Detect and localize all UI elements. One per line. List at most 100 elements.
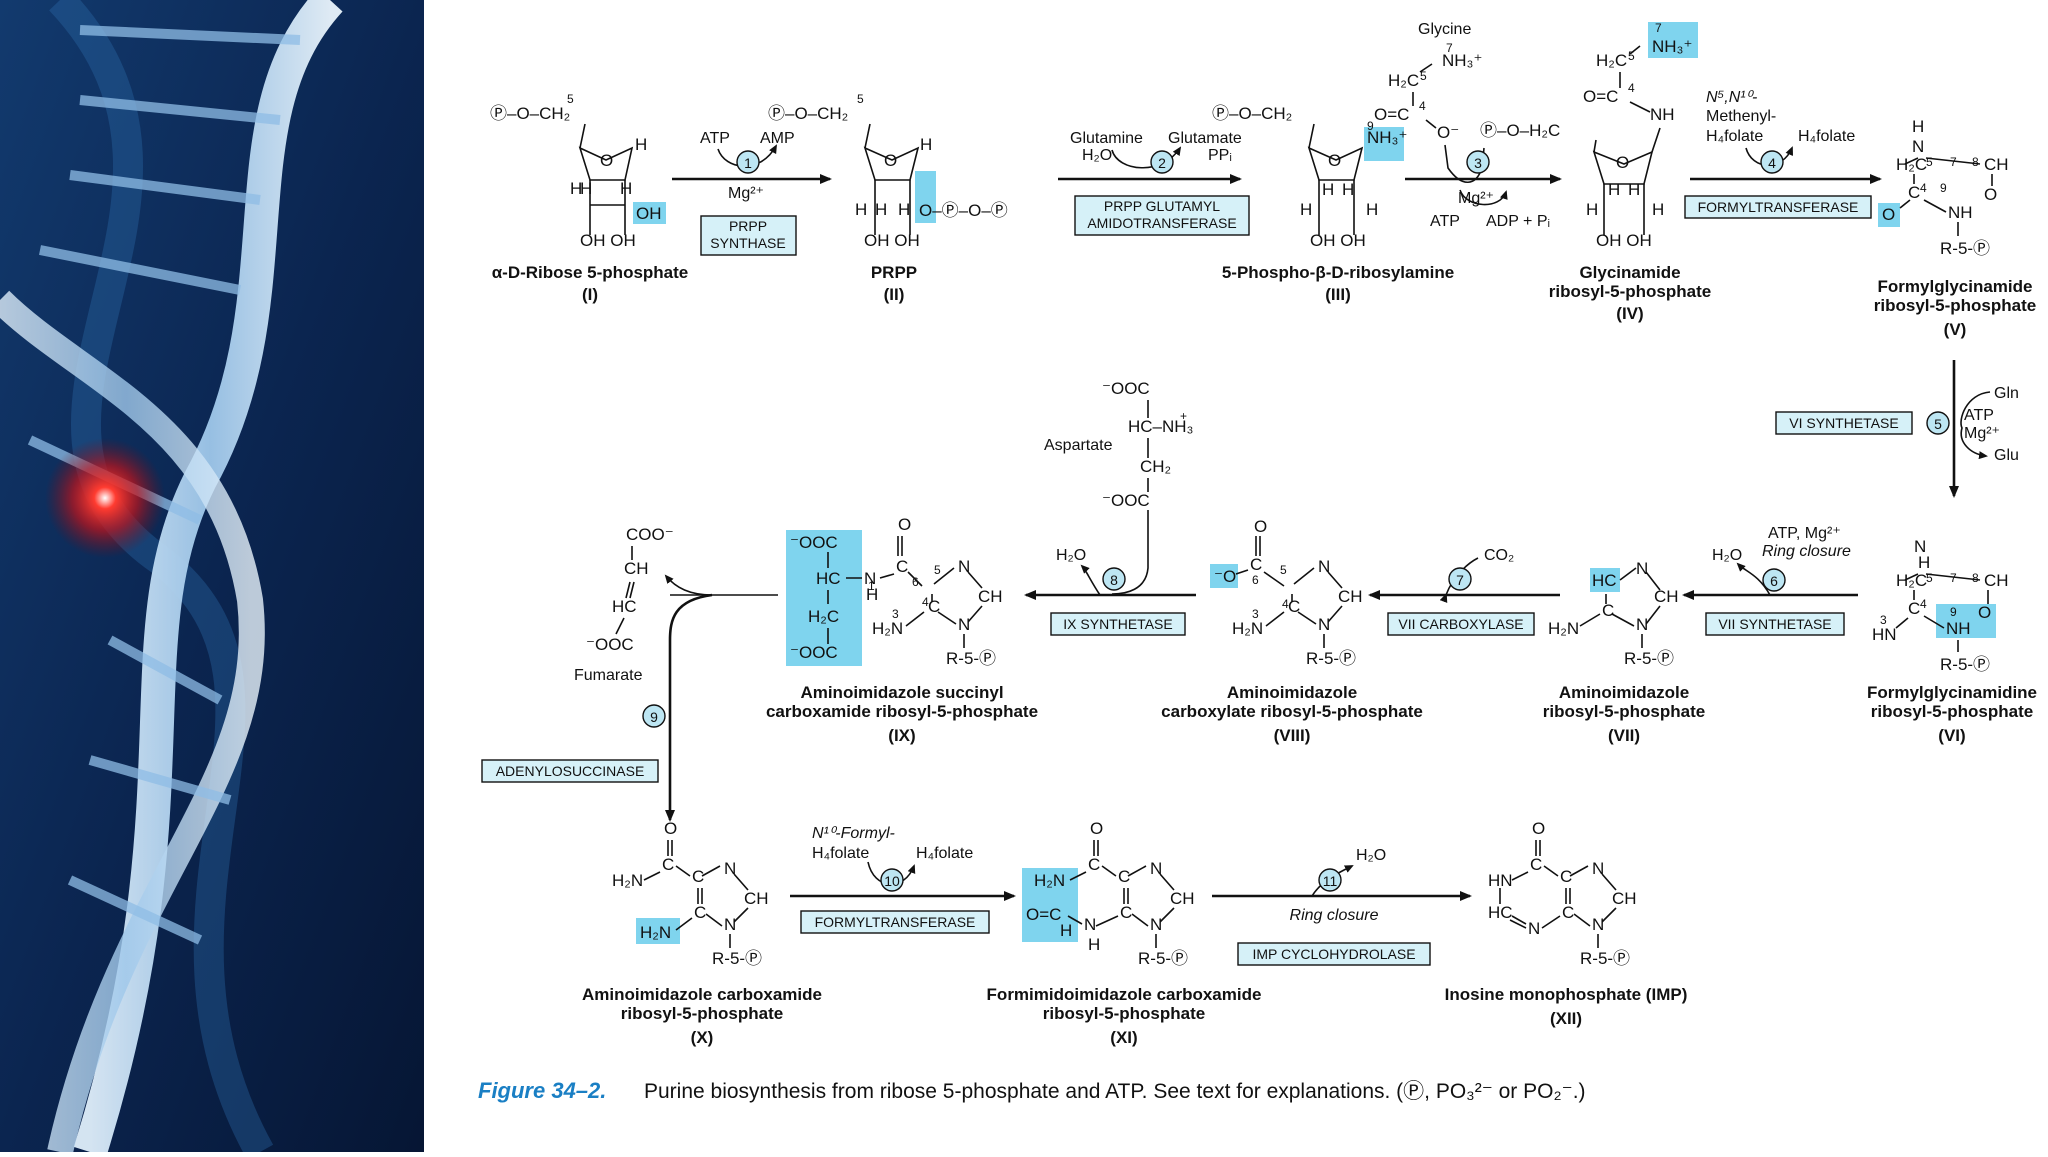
svg-text:COO⁻: COO⁻ [626, 525, 674, 544]
svg-text:9: 9 [1950, 605, 1957, 619]
svg-text:H₂N: H₂N [612, 871, 643, 890]
reaction-step-4: N⁵,N¹⁰- Methenyl- H₄folate H₄folate 4 FO… [1684, 89, 1882, 219]
svg-text:IX SYNTHETASE: IX SYNTHETASE [1063, 616, 1172, 632]
svg-text:3: 3 [1474, 155, 1482, 171]
compound-num-VI: (VI) [1938, 726, 1965, 745]
reaction-step-2: Glutamine Glutamate H₂O PPᵢ 2 PRPP GLUTA… [1058, 130, 1250, 236]
svg-text:IMP CYCLOHYDROLASE: IMP CYCLOHYDROLASE [1252, 946, 1415, 962]
svg-text:CH: CH [1984, 155, 2009, 174]
svg-text:SYNTHASE: SYNTHASE [710, 235, 785, 251]
svg-text:CH: CH [1170, 889, 1195, 908]
svg-text:O: O [898, 515, 911, 534]
svg-text:O: O [1254, 517, 1267, 536]
compound-name-VII-b: ribosyl-5-phosphate [1543, 702, 1705, 721]
compound-XII: O C HN C N CH C N HC N R-5-Ⓟ [1488, 819, 1637, 968]
reagent-h4folate-b: H₄folate [1798, 128, 1855, 145]
svg-text:N: N [724, 915, 736, 934]
reaction-step-8: ⁻OOC HC–NH₃+ CH₂ ⁻OOC Aspartate H₂O 8 IX… [1024, 379, 1196, 636]
svg-text:H₂N: H₂N [1548, 619, 1579, 638]
svg-text:5: 5 [1420, 69, 1427, 83]
reagent-fumarate: Fumarate [574, 667, 643, 684]
reaction-step-5: Gln ATP Mg²⁺ Glu 5 VI SYNTHETASE [1775, 360, 2019, 498]
compound-name-IV-a: Glycinamide [1579, 263, 1680, 282]
svg-text:H: H [855, 200, 867, 219]
svg-text:H₂C: H₂C [1896, 155, 1927, 174]
reagent-h2o-11: H₂O [1356, 847, 1386, 864]
svg-text:HC: HC [816, 569, 841, 588]
svg-text:R-5-Ⓟ: R-5-Ⓟ [1940, 239, 1990, 258]
svg-text:HC: HC [1592, 571, 1617, 590]
svg-text:6: 6 [1252, 573, 1259, 587]
svg-text:4: 4 [1768, 155, 1776, 171]
svg-text:6: 6 [1770, 573, 1778, 589]
reagent-aspartate: Aspartate [1044, 437, 1113, 454]
svg-text:O: O [664, 819, 677, 838]
svg-text:OH OH: OH OH [864, 231, 920, 250]
svg-text:N: N [1150, 859, 1162, 878]
svg-text:4: 4 [1920, 181, 1927, 195]
svg-text:Ⓟ–O–CH₂: Ⓟ–O–CH₂ [490, 104, 570, 123]
reaction-step-1: ATP AMP 1 Mg²⁺ PRPP SYNTHASE [672, 130, 832, 256]
svg-text:H: H [1342, 180, 1354, 199]
svg-text:9: 9 [1367, 119, 1374, 133]
svg-text:R-5-Ⓟ: R-5-Ⓟ [1138, 949, 1188, 968]
svg-text:5: 5 [857, 92, 864, 106]
svg-text:7: 7 [1950, 571, 1957, 585]
svg-text:5: 5 [1926, 155, 1933, 169]
svg-text:HN: HN [1488, 871, 1513, 890]
reagent-formyl: N¹⁰-Formyl- [812, 825, 895, 842]
svg-text:H₂C: H₂C [1896, 571, 1927, 590]
svg-text:N: N [1636, 559, 1648, 578]
enzyme-ix-synthetase [1050, 612, 1186, 636]
compound-VII: HC N CH C N H₂N R-5-Ⓟ [1548, 559, 1679, 668]
svg-text:O–Ⓟ–O–Ⓟ: O–Ⓟ–O–Ⓟ [919, 201, 1008, 220]
svg-text:ADENYLOSUCCINASE: ADENYLOSUCCINASE [496, 763, 645, 779]
reagent-h4folate-d: H₄folate [916, 845, 973, 862]
svg-text:O: O [1532, 819, 1545, 838]
svg-text:CH: CH [978, 587, 1003, 606]
svg-text:H₂C: H₂C [1388, 71, 1419, 90]
svg-text:C: C [1562, 903, 1574, 922]
svg-text:O: O [1978, 603, 1991, 622]
step-badge-2 [1150, 150, 1174, 174]
compound-name-V-a: Formylglycinamide [1878, 277, 2033, 296]
svg-text:CH: CH [1612, 889, 1637, 908]
compound-num-I: (I) [582, 285, 598, 304]
step-badge-10 [880, 868, 904, 892]
compound-X: O C H₂N C N CH C N H₂N R-5-Ⓟ [612, 819, 769, 968]
svg-text:H₂N: H₂N [640, 923, 671, 942]
enzyme-adenylosuccinase [481, 759, 659, 783]
svg-text:4: 4 [1628, 81, 1635, 95]
svg-text:N: N [1528, 919, 1540, 938]
svg-text:N: N [1592, 859, 1604, 878]
svg-text:5: 5 [1934, 416, 1942, 432]
compound-IX: ⁻OOC HC H₂C ⁻OOC N H O C6 5 N CH C4 N H₂… [786, 515, 1003, 668]
svg-text:O: O [600, 151, 613, 170]
svg-text:⁻OOC: ⁻OOC [1102, 379, 1150, 398]
svg-text:H: H [1918, 553, 1930, 572]
step-badge-1 [736, 150, 760, 174]
svg-text:R-5-Ⓟ: R-5-Ⓟ [1306, 649, 1356, 668]
svg-text:C: C [1118, 867, 1130, 886]
svg-text:NH₃⁺: NH₃⁺ [1442, 51, 1482, 70]
svg-text:1: 1 [744, 155, 752, 171]
svg-text:7: 7 [1446, 41, 1453, 55]
svg-text:⁻O: ⁻O [1214, 567, 1236, 586]
svg-text:H: H [1652, 200, 1664, 219]
svg-text:CH: CH [624, 559, 649, 578]
svg-text:H: H [1628, 180, 1640, 199]
reagent-glycine: Glycine [1418, 21, 1471, 38]
svg-text:8: 8 [1972, 571, 1979, 585]
svg-text:5: 5 [1628, 49, 1635, 63]
svg-text:AMIDOTRANSFERASE: AMIDOTRANSFERASE [1087, 215, 1236, 231]
svg-text:O: O [884, 151, 897, 170]
svg-text:3: 3 [1252, 607, 1259, 621]
svg-text:5: 5 [1280, 563, 1287, 577]
svg-text:R-5-Ⓟ: R-5-Ⓟ [712, 949, 762, 968]
svg-text:OH OH: OH OH [1596, 231, 1652, 250]
svg-text:NH: NH [1650, 105, 1675, 124]
